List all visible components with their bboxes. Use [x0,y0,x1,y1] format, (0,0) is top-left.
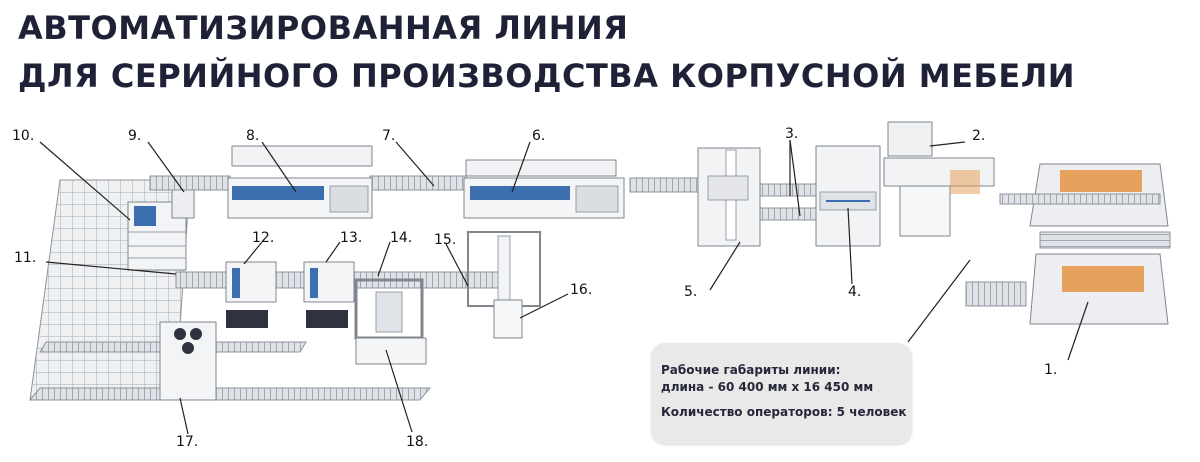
callout-13: 13. [340,230,362,246]
dimensions-label: Рабочие габариты линии: [661,363,841,377]
machine-16-robot-cell [467,231,541,339]
machine-6-edge-banding [463,159,625,219]
machine-5-frame [697,147,761,247]
title-line-1: АВТОМАТИЗИРОВАННАЯ ЛИНИЯ [18,9,629,47]
callout-3: 3. [785,126,798,142]
operators-count: Количество операторов: 5 человек [661,405,907,419]
callout-9: 9. [128,128,141,144]
callout-1: 1. [1044,362,1057,378]
callout-16: 16. [570,282,592,298]
callout-8: 8. [246,128,259,144]
machine-1-board-storage [965,163,1171,325]
callout-leaders [39,139,1089,435]
callout-10: 10. [12,128,34,144]
callout-4: 4. [848,284,861,300]
callout-11: 11. [14,250,36,266]
line-info-box: Рабочие габариты линии: длина - 60 400 м… [651,343,912,444]
callout-18: 18. [406,434,428,450]
callout-6: 6. [532,128,545,144]
callout-5: 5. [684,284,697,300]
machine-18-packing [355,337,427,365]
callout-7: 7. [382,128,395,144]
machine-12-drilling [225,261,277,328]
callout-17: 17. [176,434,198,450]
callout-14: 14. [390,230,412,246]
machine-2-loader [883,121,995,237]
machine-4-cutting [815,145,881,247]
callout-2: 2. [972,128,985,144]
dimensions-value: длина - 60 400 мм х 16 450 мм [661,380,874,394]
machine-13-drilling [303,261,355,328]
machine-8-edge-banding [227,145,373,219]
machine-17-cnc [159,321,217,401]
diagram-title: АВТОМАТИЗИРОВАННАЯ ЛИНИЯ ДЛЯ СЕРИЙНОГО П… [18,4,1075,100]
title-line-2: ДЛЯ СЕРИЙНОГО ПРОИЗВОДСТВА КОРПУСНОЙ МЕБ… [18,57,1076,95]
callout-12: 12. [252,230,274,246]
callout-15: 15. [434,232,456,248]
machine-14-gantry [354,278,424,340]
